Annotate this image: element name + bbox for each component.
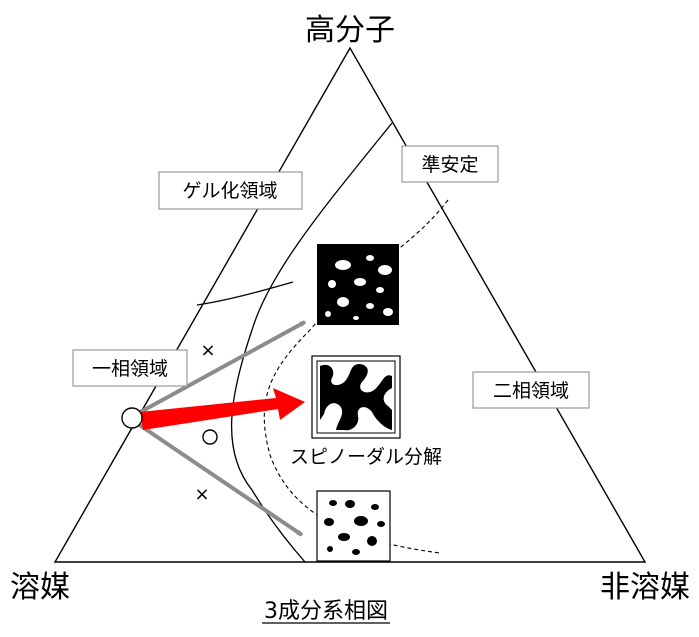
metastable-label: 準安定 [421, 154, 478, 176]
gel-boundary-line [196, 281, 294, 306]
diagram-caption: 3成分系相図 [264, 599, 388, 624]
two-phase-region-label: 二相領域 [493, 380, 569, 402]
one-phase-region-label: 一相領域 [92, 358, 168, 380]
arrow-main [140, 388, 305, 430]
corner-label-nonsolvent: 非溶媒 [600, 570, 690, 605]
gel-label-box [158, 171, 303, 210]
arrow-lower [133, 420, 304, 537]
cross-marker-lower: × [194, 484, 209, 505]
gel-region-label: ゲル化領域 [182, 180, 277, 202]
cross-marker-upper: × [200, 340, 215, 361]
corner-label-polymer: 高分子 [305, 13, 395, 48]
corner-label-solvent: 溶媒 [10, 570, 70, 605]
morphology-image-lower [316, 490, 391, 562]
spinodal-decomposition-label: スピノーダル分解 [290, 446, 442, 468]
open-circle-marker [202, 429, 218, 445]
ternary-triangle [53, 46, 647, 563]
one-phase-label-box [72, 349, 188, 387]
morphology-image-middle [311, 355, 401, 439]
two-phase-label-box [472, 371, 590, 409]
metastable-label-box [401, 145, 499, 183]
binodal-curve [230, 122, 393, 563]
arrow-upper [134, 320, 307, 417]
morphology-image-upper [317, 244, 399, 325]
start-point [121, 407, 143, 429]
